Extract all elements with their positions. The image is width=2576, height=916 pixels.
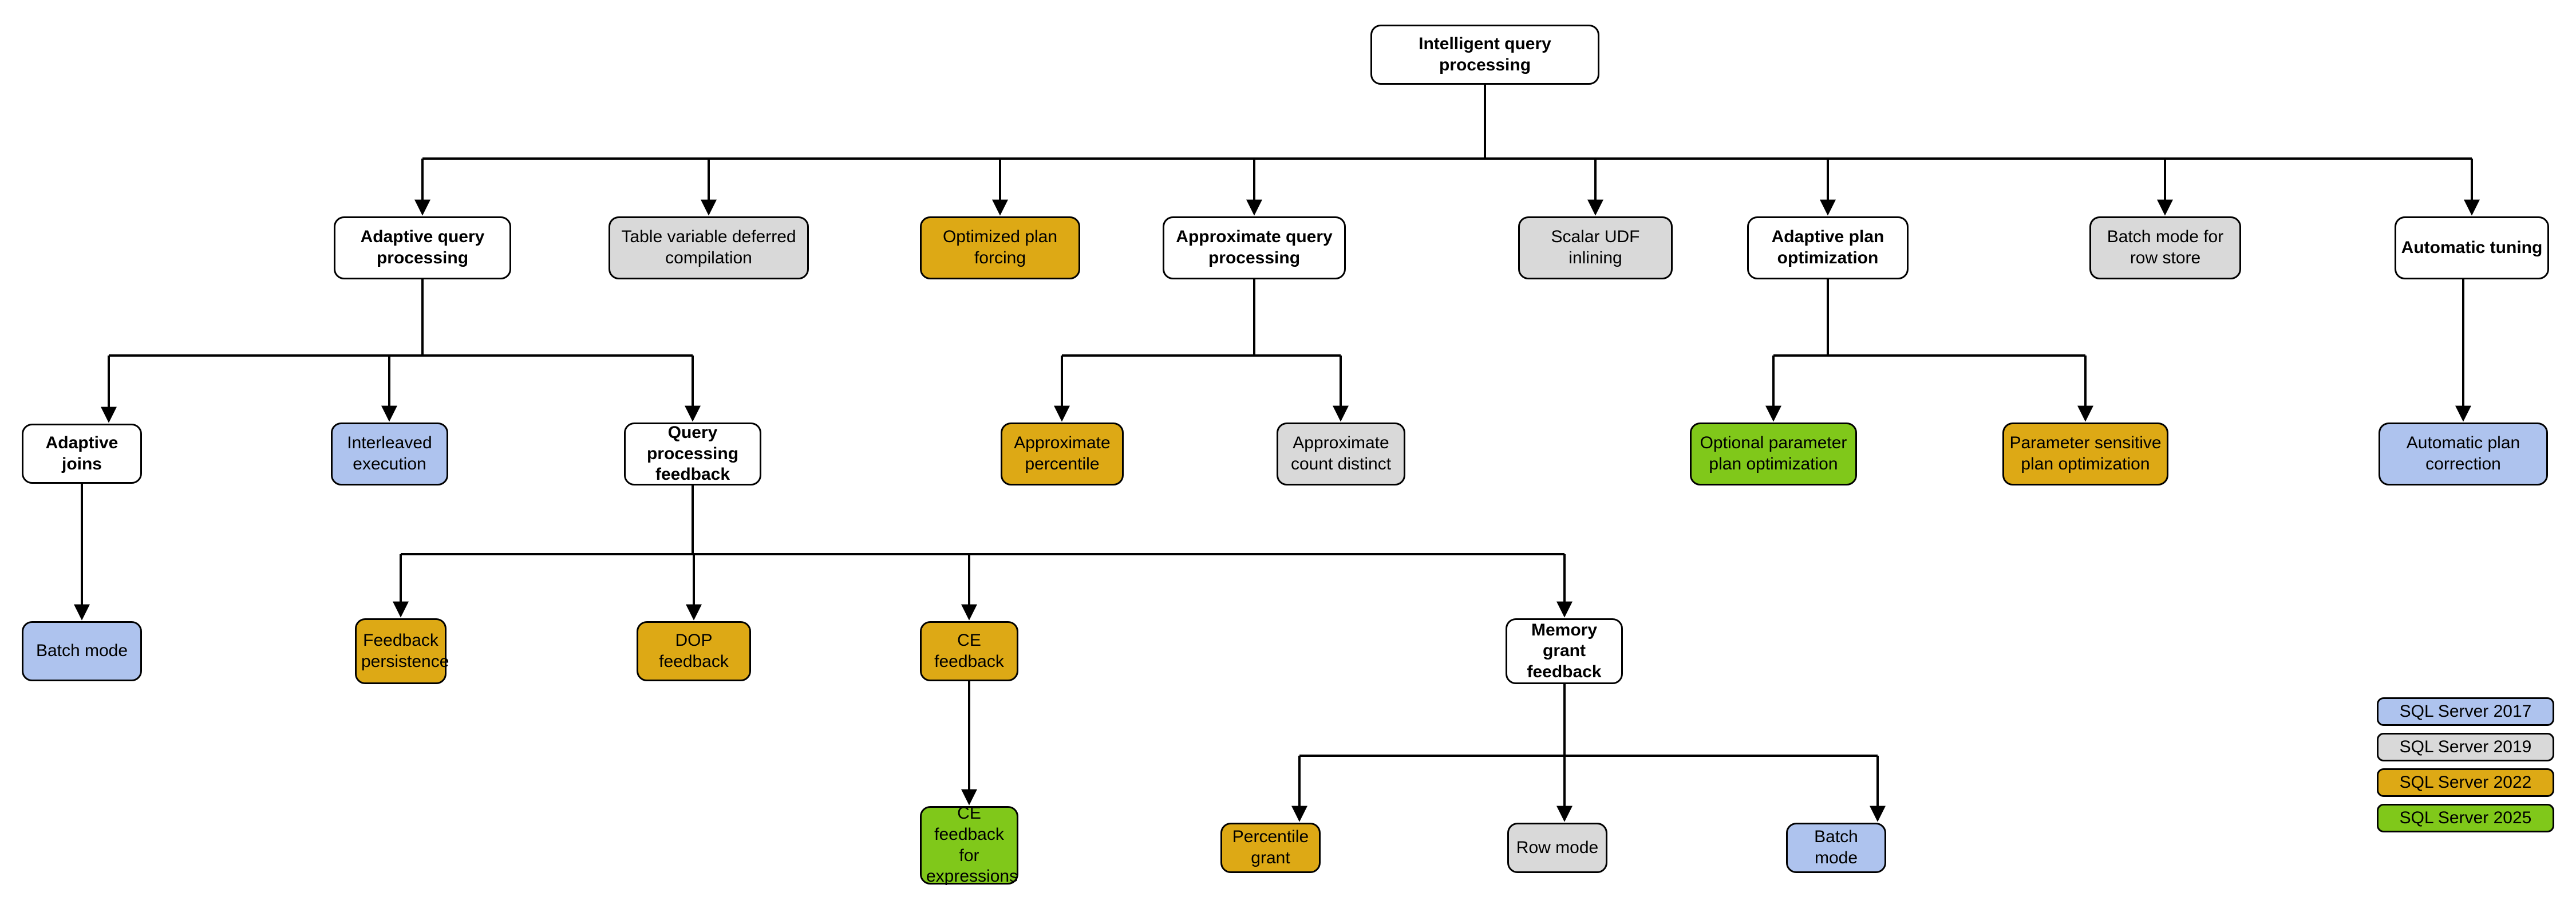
node-label: Batch mode bbox=[1814, 827, 1858, 867]
node-apo[interactable]: Adaptive plan optimization bbox=[1747, 216, 1909, 279]
node-adjoins[interactable]: Adaptive joins bbox=[22, 424, 142, 484]
node-aqproc[interactable]: Approximate query processing bbox=[1163, 216, 1346, 279]
node-apct[interactable]: Approximate percentile bbox=[1001, 423, 1124, 485]
node-label: Interleaved execution bbox=[347, 433, 432, 473]
node-label: Query processing feedback bbox=[646, 423, 739, 484]
node-fbpersist[interactable]: Feedback persistence bbox=[355, 618, 449, 684]
node-label: Batch mode for row store bbox=[2107, 227, 2224, 267]
node-label: Adaptive plan optimization bbox=[1771, 227, 1884, 267]
node-rowmode[interactable]: Row mode bbox=[1507, 823, 1607, 873]
node-pspo[interactable]: Parameter sensitive plan optimization bbox=[2002, 423, 2168, 485]
node-label: Batch mode bbox=[35, 641, 128, 661]
node-qpf[interactable]: Query processing feedback bbox=[624, 423, 761, 485]
legend-item-sql-server-2022[interactable]: SQL Server 2022 bbox=[2377, 768, 2554, 797]
node-mgf[interactable]: Memory grant feedback bbox=[1506, 618, 1623, 684]
node-tvdc[interactable]: Table variable deferred compilation bbox=[609, 216, 809, 279]
legend-item-label: SQL Server 2025 bbox=[2399, 808, 2532, 827]
node-batchmode1[interactable]: Batch mode bbox=[22, 621, 142, 681]
node-udf[interactable]: Scalar UDF inlining bbox=[1518, 216, 1673, 279]
node-label: CE feedback bbox=[934, 630, 1004, 671]
node-label: Feedback persistence bbox=[361, 630, 449, 671]
node-label: Adaptive joins bbox=[45, 433, 118, 473]
node-autotune[interactable]: Automatic tuning bbox=[2395, 216, 2549, 279]
node-batchmode2[interactable]: Batch mode bbox=[1786, 823, 1886, 873]
legend-item-label: SQL Server 2022 bbox=[2399, 773, 2532, 792]
node-label: Table variable deferred compilation bbox=[621, 227, 796, 267]
node-label: Optional parameter plan optimization bbox=[1700, 433, 1847, 473]
node-label: Approximate count distinct bbox=[1290, 433, 1392, 473]
node-apc[interactable]: Automatic plan correction bbox=[2379, 423, 2548, 485]
legend-item-sql-server-2025[interactable]: SQL Server 2025 bbox=[2377, 804, 2554, 832]
node-cefbexpr[interactable]: CE feedback for expressions bbox=[920, 804, 1018, 886]
node-pctgrant[interactable]: Percentile grant bbox=[1220, 823, 1321, 873]
legend-item-sql-server-2017[interactable]: SQL Server 2017 bbox=[2377, 697, 2554, 726]
node-label: Memory grant feedback bbox=[1527, 620, 1602, 681]
node-aqp[interactable]: Adaptive query processing bbox=[334, 216, 511, 279]
node-interleaved[interactable]: Interleaved execution bbox=[331, 423, 448, 485]
node-bmrs[interactable]: Batch mode for row store bbox=[2089, 216, 2241, 279]
node-label: Intelligent query processing bbox=[1419, 34, 1551, 74]
node-label: Adaptive query processing bbox=[360, 227, 485, 267]
node-label: Percentile grant bbox=[1232, 827, 1309, 867]
node-label: Optimized plan forcing bbox=[942, 227, 1058, 267]
legend-item-label: SQL Server 2019 bbox=[2399, 737, 2532, 756]
legend-item-sql-server-2019[interactable]: SQL Server 2019 bbox=[2377, 733, 2554, 761]
node-label: DOP feedback bbox=[659, 630, 729, 671]
node-oppo[interactable]: Optional parameter plan optimization bbox=[1690, 423, 1857, 485]
node-label: Approximate percentile bbox=[1014, 433, 1111, 473]
node-opf[interactable]: Optimized plan forcing bbox=[920, 216, 1080, 279]
node-label: Row mode bbox=[1516, 838, 1599, 857]
legend-item-label: SQL Server 2017 bbox=[2399, 702, 2532, 721]
node-label: CE feedback for expressions bbox=[926, 804, 1018, 886]
node-label: Approximate query processing bbox=[1176, 227, 1333, 267]
node-cefb[interactable]: CE feedback bbox=[920, 621, 1018, 681]
node-label: Parameter sensitive plan optimization bbox=[2009, 433, 2162, 473]
node-acd[interactable]: Approximate count distinct bbox=[1277, 423, 1405, 485]
node-label: Automatic tuning bbox=[2401, 238, 2543, 257]
node-dopfb[interactable]: DOP feedback bbox=[637, 621, 751, 681]
node-label: Scalar UDF inlining bbox=[1551, 227, 1640, 267]
node-root[interactable]: Intelligent query processing bbox=[1370, 25, 1599, 85]
node-label: Automatic plan correction bbox=[2406, 433, 2520, 473]
